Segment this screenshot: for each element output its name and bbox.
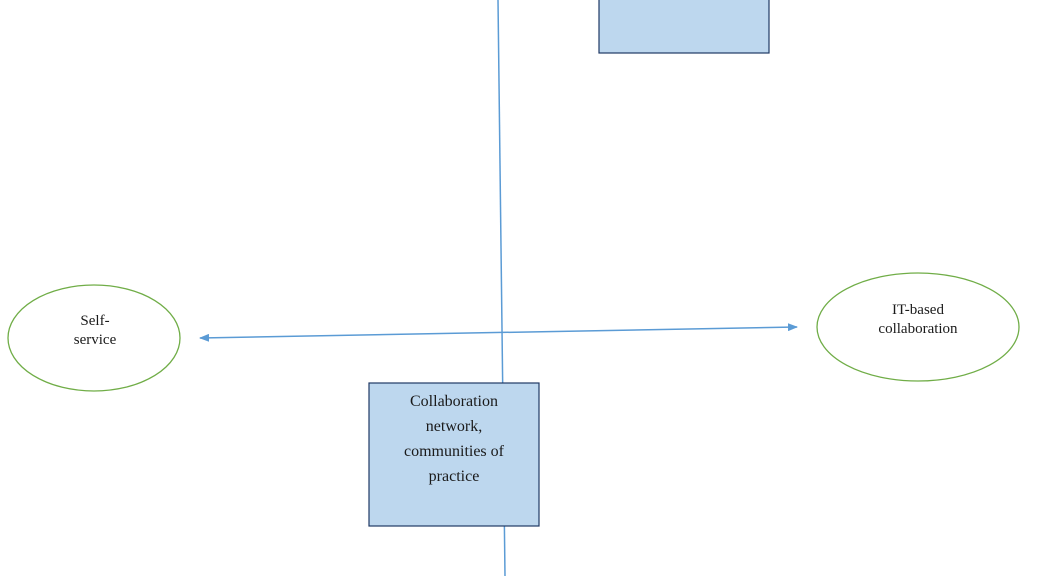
- self-service-label: Self- service: [73, 313, 117, 348]
- top-box-label: [599, 0, 769, 53]
- horizontal-axis-arrow: [199, 323, 798, 342]
- top-box: [598, 0, 770, 54]
- it-collaboration-ellipse: [816, 272, 1020, 382]
- collaboration-network-label: Collaboration network, communities of pr…: [404, 393, 504, 485]
- it-collaboration-label: IT-based collaboration: [878, 302, 958, 337]
- self-service-ellipse: [7, 284, 181, 392]
- collaboration-network-box: [368, 382, 540, 527]
